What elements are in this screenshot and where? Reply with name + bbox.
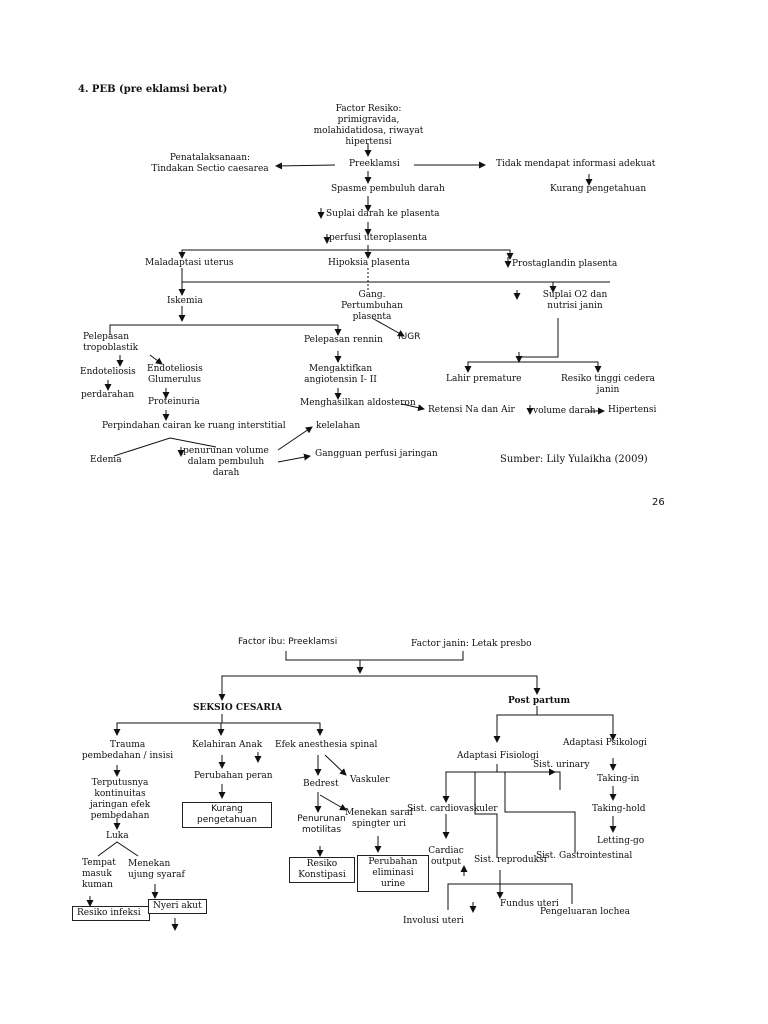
node-sist-kardio: Sist. cardiovaskuler — [407, 804, 498, 814]
node-faktor-ibu: Factor ibu: Preeklamsi — [238, 637, 338, 647]
node-pelepasan-rennin: Pelepasan rennin — [304, 335, 383, 345]
node-endoteliosis: Endoteliosis — [80, 367, 136, 377]
arrow-preeklamsi-to-penatalaksanaan — [275, 162, 336, 170]
node-mengaktifkan: Mengaktifkan angiotensin I- II — [304, 364, 377, 385]
node-resiko-konstipasi: Resiko Konstipasi — [289, 857, 355, 883]
node-post-partum: Post partum — [508, 696, 570, 706]
arrow-gang-to-iugr — [371, 317, 405, 337]
node-retensi: Retensi Na dan Air — [428, 405, 515, 415]
line-fis-reproduksi — [474, 772, 498, 858]
line-fis-gastro — [504, 772, 576, 853]
node-penurunan-volume: penurunan volume dalam pembuluh darah — [183, 446, 269, 478]
node-faktor-janin: Factor janin: Letak presbo — [411, 639, 532, 649]
arrow-to-kelelahan — [277, 426, 313, 451]
arrow-to-gangguan — [277, 453, 311, 463]
node-seksio-cesaria: SEKSIO CESARIA — [193, 703, 283, 713]
node-terputusnya: Terputusnya kontinuitas jaringan efek pe… — [89, 778, 151, 821]
node-letting-go: Letting-go — [597, 836, 645, 846]
branch-reproduksi — [447, 883, 573, 910]
node-kelelahan: kelelahan — [316, 421, 361, 431]
node-fundus-uteri: Fundus uteri — [500, 899, 559, 909]
node-pengeluaran-lochea: Pengeluaran lochea — [540, 907, 631, 917]
node-preeklamsi: Preeklamsi — [349, 159, 400, 169]
node-faktor-resiko: Factor Resiko: primigravida, molahidatid… — [313, 104, 424, 147]
node-edema: Edema — [90, 455, 122, 465]
branch-seksio — [116, 722, 321, 732]
split-perpindahan — [113, 437, 217, 457]
node-hipoksia: Hipoksia plasenta — [328, 258, 410, 268]
node-sist-gastro: Sist. Gastrointestinal — [536, 851, 633, 861]
node-menekan-ujung: Menekan ujung syaraf — [128, 859, 185, 880]
arrow-bedrest-to-menekan — [319, 794, 347, 811]
node-vaskuler: Vaskuler — [350, 775, 390, 785]
node-gangguan-perfusi: Gangguan perfusi jaringan — [315, 449, 438, 459]
node-perfusi: perfusi uteroplasenta — [329, 233, 428, 243]
node-endoteliosis-glomerulus: Endoteliosis Glumerulus — [147, 364, 203, 385]
node-tempat-masuk: Tempat masuk kuman — [82, 858, 116, 890]
node-iugr: IUGR — [398, 332, 421, 342]
node-luka: Luka — [106, 831, 129, 841]
node-sist-urinary: Sist. urinary — [533, 760, 590, 770]
node-cardiac-output: Cardiac output — [428, 846, 464, 867]
node-spasme: Spasme pembuluh darah — [331, 184, 445, 194]
node-menekan-saraf: Menekan saraf spingter uri — [344, 808, 414, 829]
node-suplai-darah: Suplai darah ke plasenta — [326, 209, 440, 219]
node-penatalaksanaan: Penatalaksanaan: Tindakan Sectio caesare… — [151, 153, 269, 174]
node-sist-reproduksi: Sist. reproduksi — [474, 855, 547, 865]
arrow-to-glomerulus — [149, 354, 163, 365]
node-kurang-pengetahuan-2: Kurang pengetahuan — [182, 802, 272, 828]
node-tidak-mendapat-info: Tidak mendapat informasi adekuat — [496, 159, 656, 169]
node-perdarahan: perdarahan — [81, 390, 135, 400]
branch-perfusi — [181, 249, 511, 257]
node-perpindahan: Perpindahan cairan ke ruang interstitial — [102, 421, 286, 431]
branch-luka — [97, 841, 139, 857]
node-taking-hold: Taking-hold — [592, 804, 646, 814]
branch-outcomes — [467, 361, 599, 368]
branch-iskemia — [109, 324, 338, 335]
node-volume-darah: volume darah — [533, 406, 596, 416]
node-pelepasan-tropoblastik: Pelepasan tropoblastik — [83, 332, 139, 353]
node-perubahan-peran: Perubahan peran — [194, 771, 273, 781]
node-kurang-pengetahuan-1: Kurang pengetahuan — [550, 184, 647, 194]
node-suplai-o2: Suplai O2 dan nutrisi janin — [542, 290, 608, 311]
page-heading: 4. PEB (pre eklamsi berat) — [78, 84, 228, 95]
page-number: 26 — [652, 497, 665, 508]
branch-seksio-postpartum — [221, 675, 538, 688]
node-aldosteron: Menghasilkan aldosteron — [300, 398, 416, 408]
node-prostaglandin: Prostaglandin plasenta — [512, 259, 618, 269]
node-kelahiran-anak: Kelahiran Anak — [192, 740, 263, 750]
line-ibu-and-janin — [285, 651, 464, 661]
node-maladaptasi: Maladaptasi uterus — [145, 258, 234, 268]
node-perubahan-eliminasi: Perubahan eliminasi urine — [357, 855, 429, 892]
node-proteinuria: Proteinuria — [148, 397, 200, 407]
node-gang-pertumbuhan: Gang. Pertumbuhan plasenta — [341, 290, 403, 322]
node-trauma: Trauma pembedahan / insisi — [81, 740, 174, 761]
node-taking-in: Taking-in — [597, 774, 640, 784]
node-hipertensi: Hipertensi — [608, 405, 657, 415]
node-resiko-cedera: Resiko tinggi cedera janin — [560, 374, 655, 395]
node-adaptasi-psikologi: Adaptasi Psikologi — [563, 738, 647, 748]
arrow-aldosteron-to-retensi — [401, 403, 425, 412]
node-adaptasi-fisiologi: Adaptasi Fisiologi — [457, 751, 539, 761]
branch-postpartum — [496, 714, 614, 738]
arrow-efek-to-vaskuler — [324, 754, 347, 776]
node-involusi-uteri: Involusi uteri — [403, 916, 464, 926]
line-suplai-to-outcomes — [520, 318, 559, 358]
source-citation: Sumber: Lily Yulaikha (2009) — [500, 454, 648, 465]
node-penurunan-motilitas: Penurunan motilitas — [297, 814, 346, 835]
node-resiko-infeksi: Resiko infeksi — [72, 906, 150, 921]
node-lahir-prematur: Lahir premature — [446, 374, 522, 384]
branch-adaptasi-fis — [445, 771, 561, 790]
node-bedrest: Bedrest — [303, 779, 339, 789]
node-iskemia: Iskemia — [167, 296, 203, 306]
node-nyeri-akut: Nyeri akut — [148, 899, 207, 914]
node-efek-anestesi: Efek anesthesia spinal — [275, 740, 378, 750]
